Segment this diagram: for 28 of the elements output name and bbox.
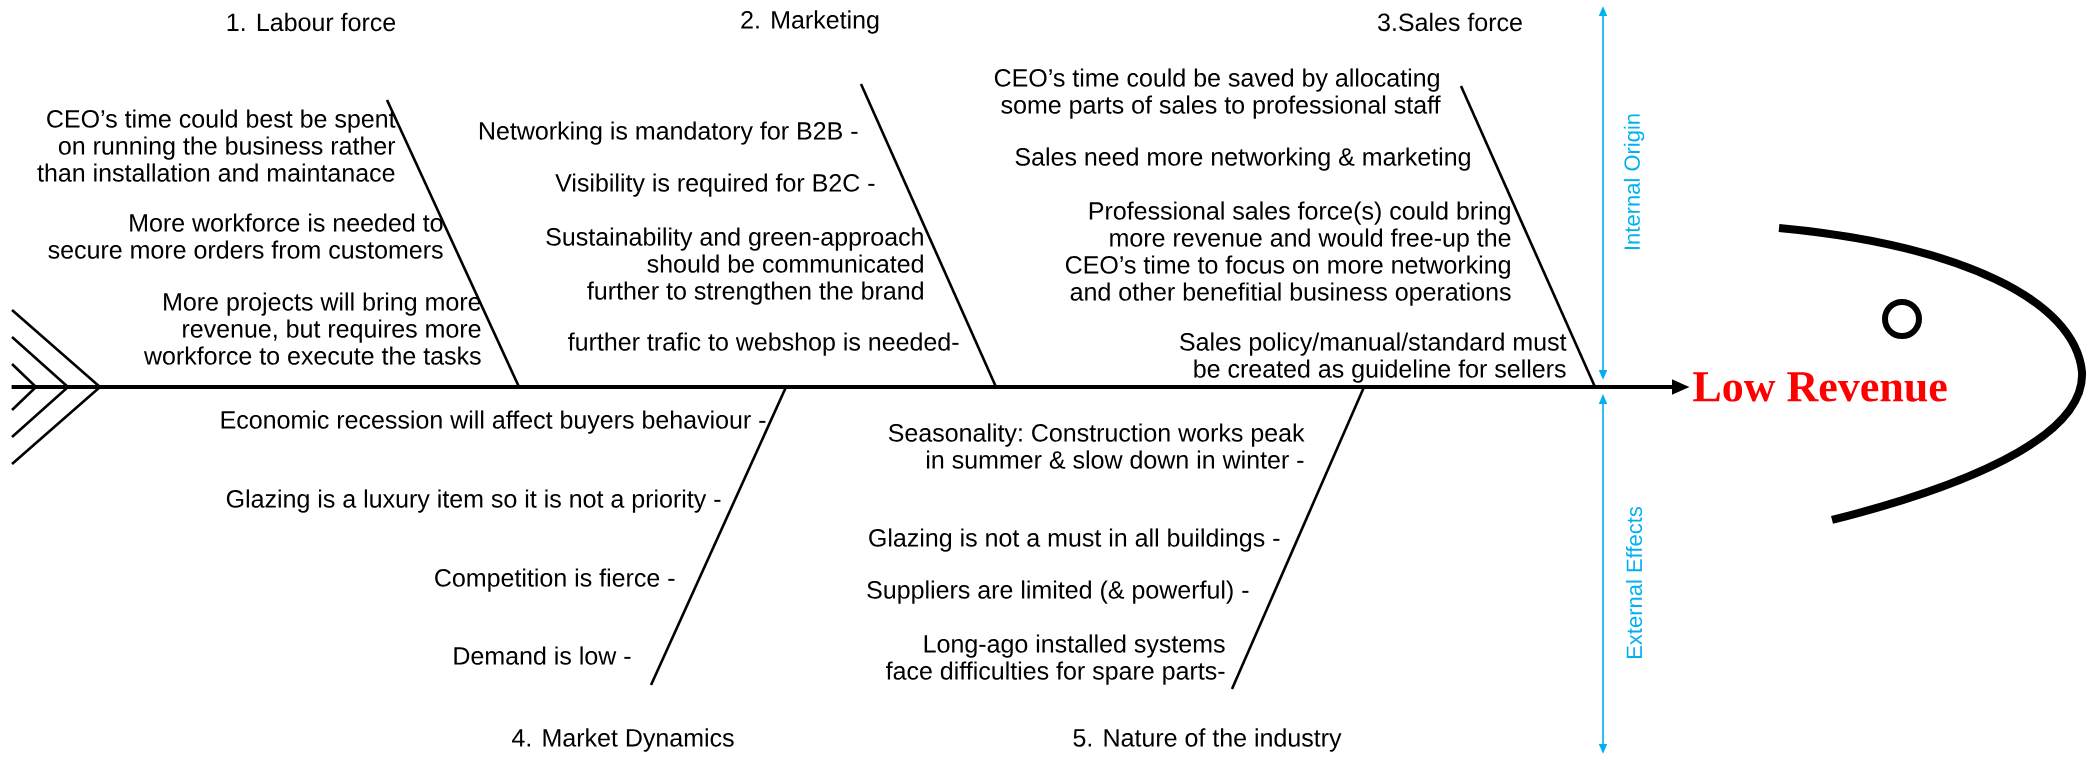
cause-text: Demand is low -	[454, 646, 631, 665]
cause-text: Sales need more networking & marketing	[1015, 147, 1470, 171]
cause-text: further trafic to webshop is needed-	[568, 332, 959, 356]
cause-text: More workforce is needed to secure more orders from customers	[48, 213, 443, 259]
cause-text: Networking is mandatory for B2B -	[479, 121, 858, 145]
category-label: 4. Market Dynamics	[512, 728, 734, 752]
side-label: External Effects	[1625, 506, 1643, 658]
cause-text: Glazing is not a must in all buildings -	[869, 528, 1280, 552]
cause-text: Sales policy/manual/standard must be created as guideline for sellers	[1180, 332, 1567, 383]
cause-text: CEO’s time could best be spent on running the business rather than installation and maintanace	[37, 109, 396, 182]
fish-tail-drawing	[10, 308, 102, 466]
category-label: 3.Sales force	[1378, 12, 1522, 32]
side-label: Internal Origin	[1623, 114, 1645, 250]
cause-text: Sustainability and green-approach should be communicated further to strengthen the brand	[546, 227, 923, 305]
cause-text: Professional sales force(s) could bring more revenue and would free-up the CEO’s time to focus on more networking and other benefitial business operations	[1065, 201, 1511, 306]
cause-text: Suppliers are limited (& powerful) -	[867, 580, 1249, 604]
cause-text: Economic recession will affect buyers behaviour -	[221, 410, 766, 434]
cause-text: Glazing is a luxury item so it is not a priority -	[226, 489, 721, 513]
effect-label: Low Revenue	[1693, 372, 1947, 402]
category-label: 2. Marketing	[741, 10, 879, 34]
cause-text: Visibility is required for B2C -	[555, 173, 875, 197]
category-label: 5. Nature of the industry	[1073, 728, 1342, 752]
cause-text: Competition is fierce -	[435, 568, 675, 592]
cause-text: Seasonality: Construction works peak in summer & slow down in winter -	[888, 423, 1305, 469]
category-label: 1. Labour force	[227, 12, 396, 32]
cause-text: Long-ago installed systems face difficulties for spare parts-	[886, 634, 1225, 685]
cause-text: More projects will bring more revenue, but requires more workforce to execute the tasks	[143, 292, 481, 365]
cause-text: CEO’s time could be saved by allocating some parts of sales to professional staff	[994, 68, 1441, 119]
